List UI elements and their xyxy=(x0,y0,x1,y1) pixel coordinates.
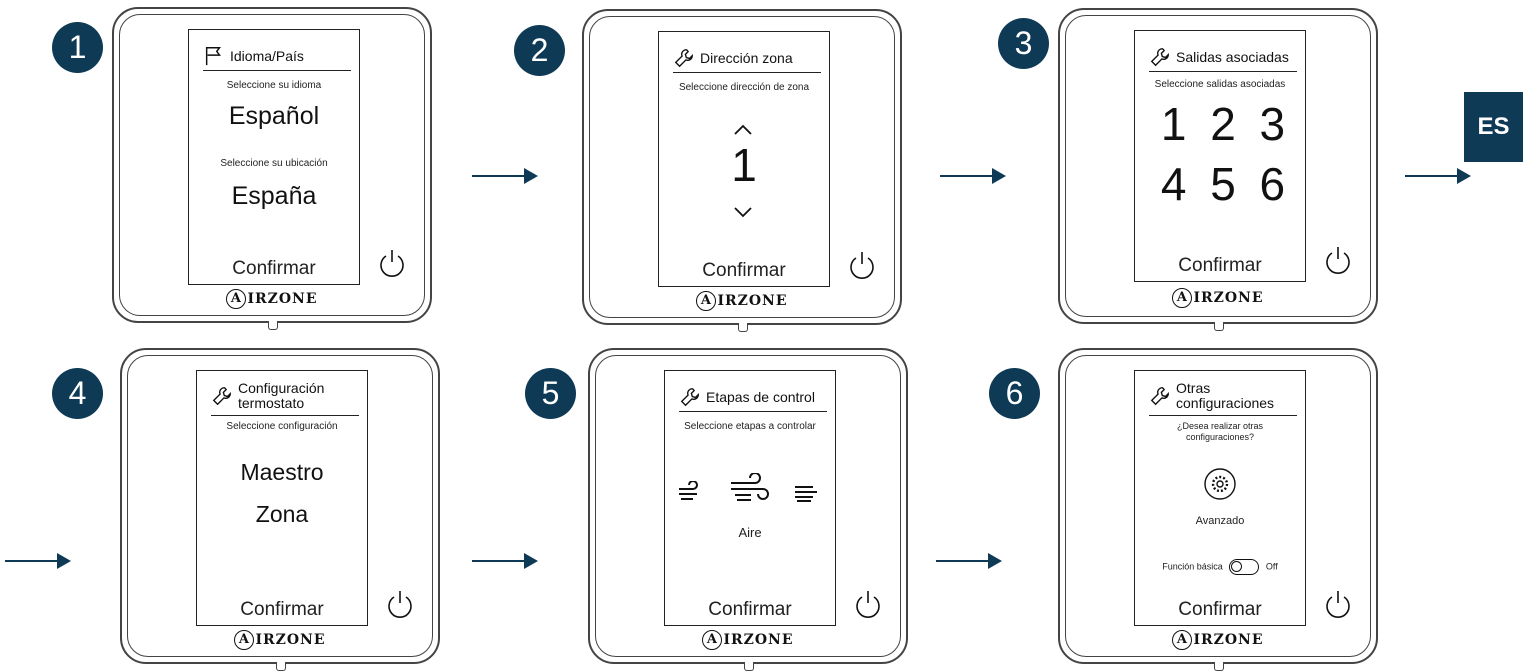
option-master[interactable]: Maestro xyxy=(240,459,324,485)
stages-prompt: Seleccione etapas a controlar xyxy=(684,421,816,432)
thermostat-step-3: Salidas asociadas Seleccione salidas aso… xyxy=(1058,8,1378,331)
flow-arrow xyxy=(472,168,538,184)
wrench-icon xyxy=(674,49,693,68)
confirm-button[interactable]: Confirmar xyxy=(240,599,324,620)
question-line-2: configuraciones? xyxy=(1185,432,1255,442)
fan-low-icon[interactable] xyxy=(677,481,707,503)
gear-icon[interactable] xyxy=(1203,467,1237,501)
power-icon[interactable] xyxy=(852,588,884,620)
screen-header: Idioma/País xyxy=(203,42,351,71)
flow-arrow xyxy=(472,553,538,569)
config-prompt: Seleccione configuración xyxy=(226,421,338,432)
zone-prompt: Seleccione dirección de zona xyxy=(678,82,810,93)
fan-high-icon[interactable] xyxy=(793,483,819,503)
question-line-1: ¿Desea realizar otras xyxy=(1176,421,1264,431)
output-4[interactable]: 4 xyxy=(1160,158,1187,210)
language-tab: ES xyxy=(1464,92,1523,162)
location-value[interactable]: España xyxy=(231,182,317,210)
screen-title: Etapas de control xyxy=(706,388,815,405)
fan-air-icon[interactable] xyxy=(729,473,773,505)
chevron-up-icon[interactable] xyxy=(733,124,753,136)
screen: Idioma/País Seleccione su idioma Español… xyxy=(188,29,360,285)
selected-stage: Aire xyxy=(738,525,762,540)
step-2-badge: 2 xyxy=(514,25,565,76)
confirm-button[interactable]: Confirmar xyxy=(702,260,786,281)
confirm-button[interactable]: Confirmar xyxy=(1178,255,1262,276)
wrench-icon xyxy=(1150,48,1169,67)
advanced-label[interactable]: Avanzado xyxy=(1195,515,1245,527)
zone-address-value: 1 xyxy=(731,139,757,191)
step-1-badge: 1 xyxy=(52,22,103,73)
step-4-badge: 4 xyxy=(52,368,103,419)
output-6[interactable]: 6 xyxy=(1259,158,1286,210)
basic-function-label: Función básica xyxy=(1162,561,1223,572)
wrench-icon xyxy=(212,387,231,406)
step-6-badge: 6 xyxy=(989,368,1040,419)
power-icon[interactable] xyxy=(384,588,416,620)
flow-arrow xyxy=(936,553,1002,569)
outputs-prompt: Seleccione salidas asociadas xyxy=(1154,79,1286,90)
power-icon[interactable] xyxy=(846,249,878,281)
basic-function-toggle[interactable] xyxy=(1229,559,1260,575)
option-zone[interactable]: Zona xyxy=(255,501,309,527)
chevron-down-icon[interactable] xyxy=(733,206,753,218)
step-5-badge: 5 xyxy=(525,368,576,419)
basic-function-row: Función básica Off xyxy=(1135,559,1305,575)
screen-header: Etapas de control xyxy=(679,383,827,412)
screen-header: Salidas asociadas xyxy=(1149,43,1297,72)
screen-header: Dirección zona xyxy=(673,44,821,73)
flag-icon xyxy=(205,47,221,66)
language-value[interactable]: Español xyxy=(228,102,320,130)
wrench-icon xyxy=(1150,387,1169,406)
flow-arrow xyxy=(5,553,71,569)
flow-arrow xyxy=(940,168,1006,184)
power-icon[interactable] xyxy=(376,247,408,279)
power-icon[interactable] xyxy=(1322,588,1354,620)
power-icon[interactable] xyxy=(1322,244,1354,276)
step-3-badge: 3 xyxy=(998,18,1049,69)
screen-title: Salidas asociadas xyxy=(1176,48,1289,65)
thermostat-step-5: Etapas de control Seleccione etapas a co… xyxy=(588,348,908,671)
screen: Salidas asociadas Seleccione salidas aso… xyxy=(1134,30,1306,282)
thermostat-step-2: Dirección zona Seleccione dirección de z… xyxy=(582,9,902,332)
confirm-button[interactable]: Confirmar xyxy=(708,599,792,620)
screen-title: Idioma/País xyxy=(230,47,304,64)
output-2[interactable]: 2 xyxy=(1210,98,1236,150)
language-prompt: Seleccione su idioma xyxy=(226,80,322,91)
location-prompt: Seleccione su ubicación xyxy=(220,158,328,169)
output-1[interactable]: 1 xyxy=(1160,98,1187,150)
screen-title: Dirección zona xyxy=(700,49,793,66)
wrench-icon xyxy=(680,388,699,407)
confirm-button[interactable]: Confirmar xyxy=(1178,599,1262,620)
output-3[interactable]: 3 xyxy=(1259,98,1286,150)
outputs-grid: 1 2 3 4 5 6 xyxy=(1149,97,1297,211)
basic-function-state: Off xyxy=(1265,561,1278,572)
confirm-button[interactable]: Confirmar xyxy=(232,258,316,279)
flow-arrow xyxy=(1405,168,1471,184)
screen: Etapas de control Seleccione etapas a co… xyxy=(664,370,836,626)
screen: Dirección zona Seleccione dirección de z… xyxy=(658,31,830,287)
thermostat-step-1: Idioma/País Seleccione su idioma Español… xyxy=(112,7,432,330)
output-5[interactable]: 5 xyxy=(1210,158,1236,210)
